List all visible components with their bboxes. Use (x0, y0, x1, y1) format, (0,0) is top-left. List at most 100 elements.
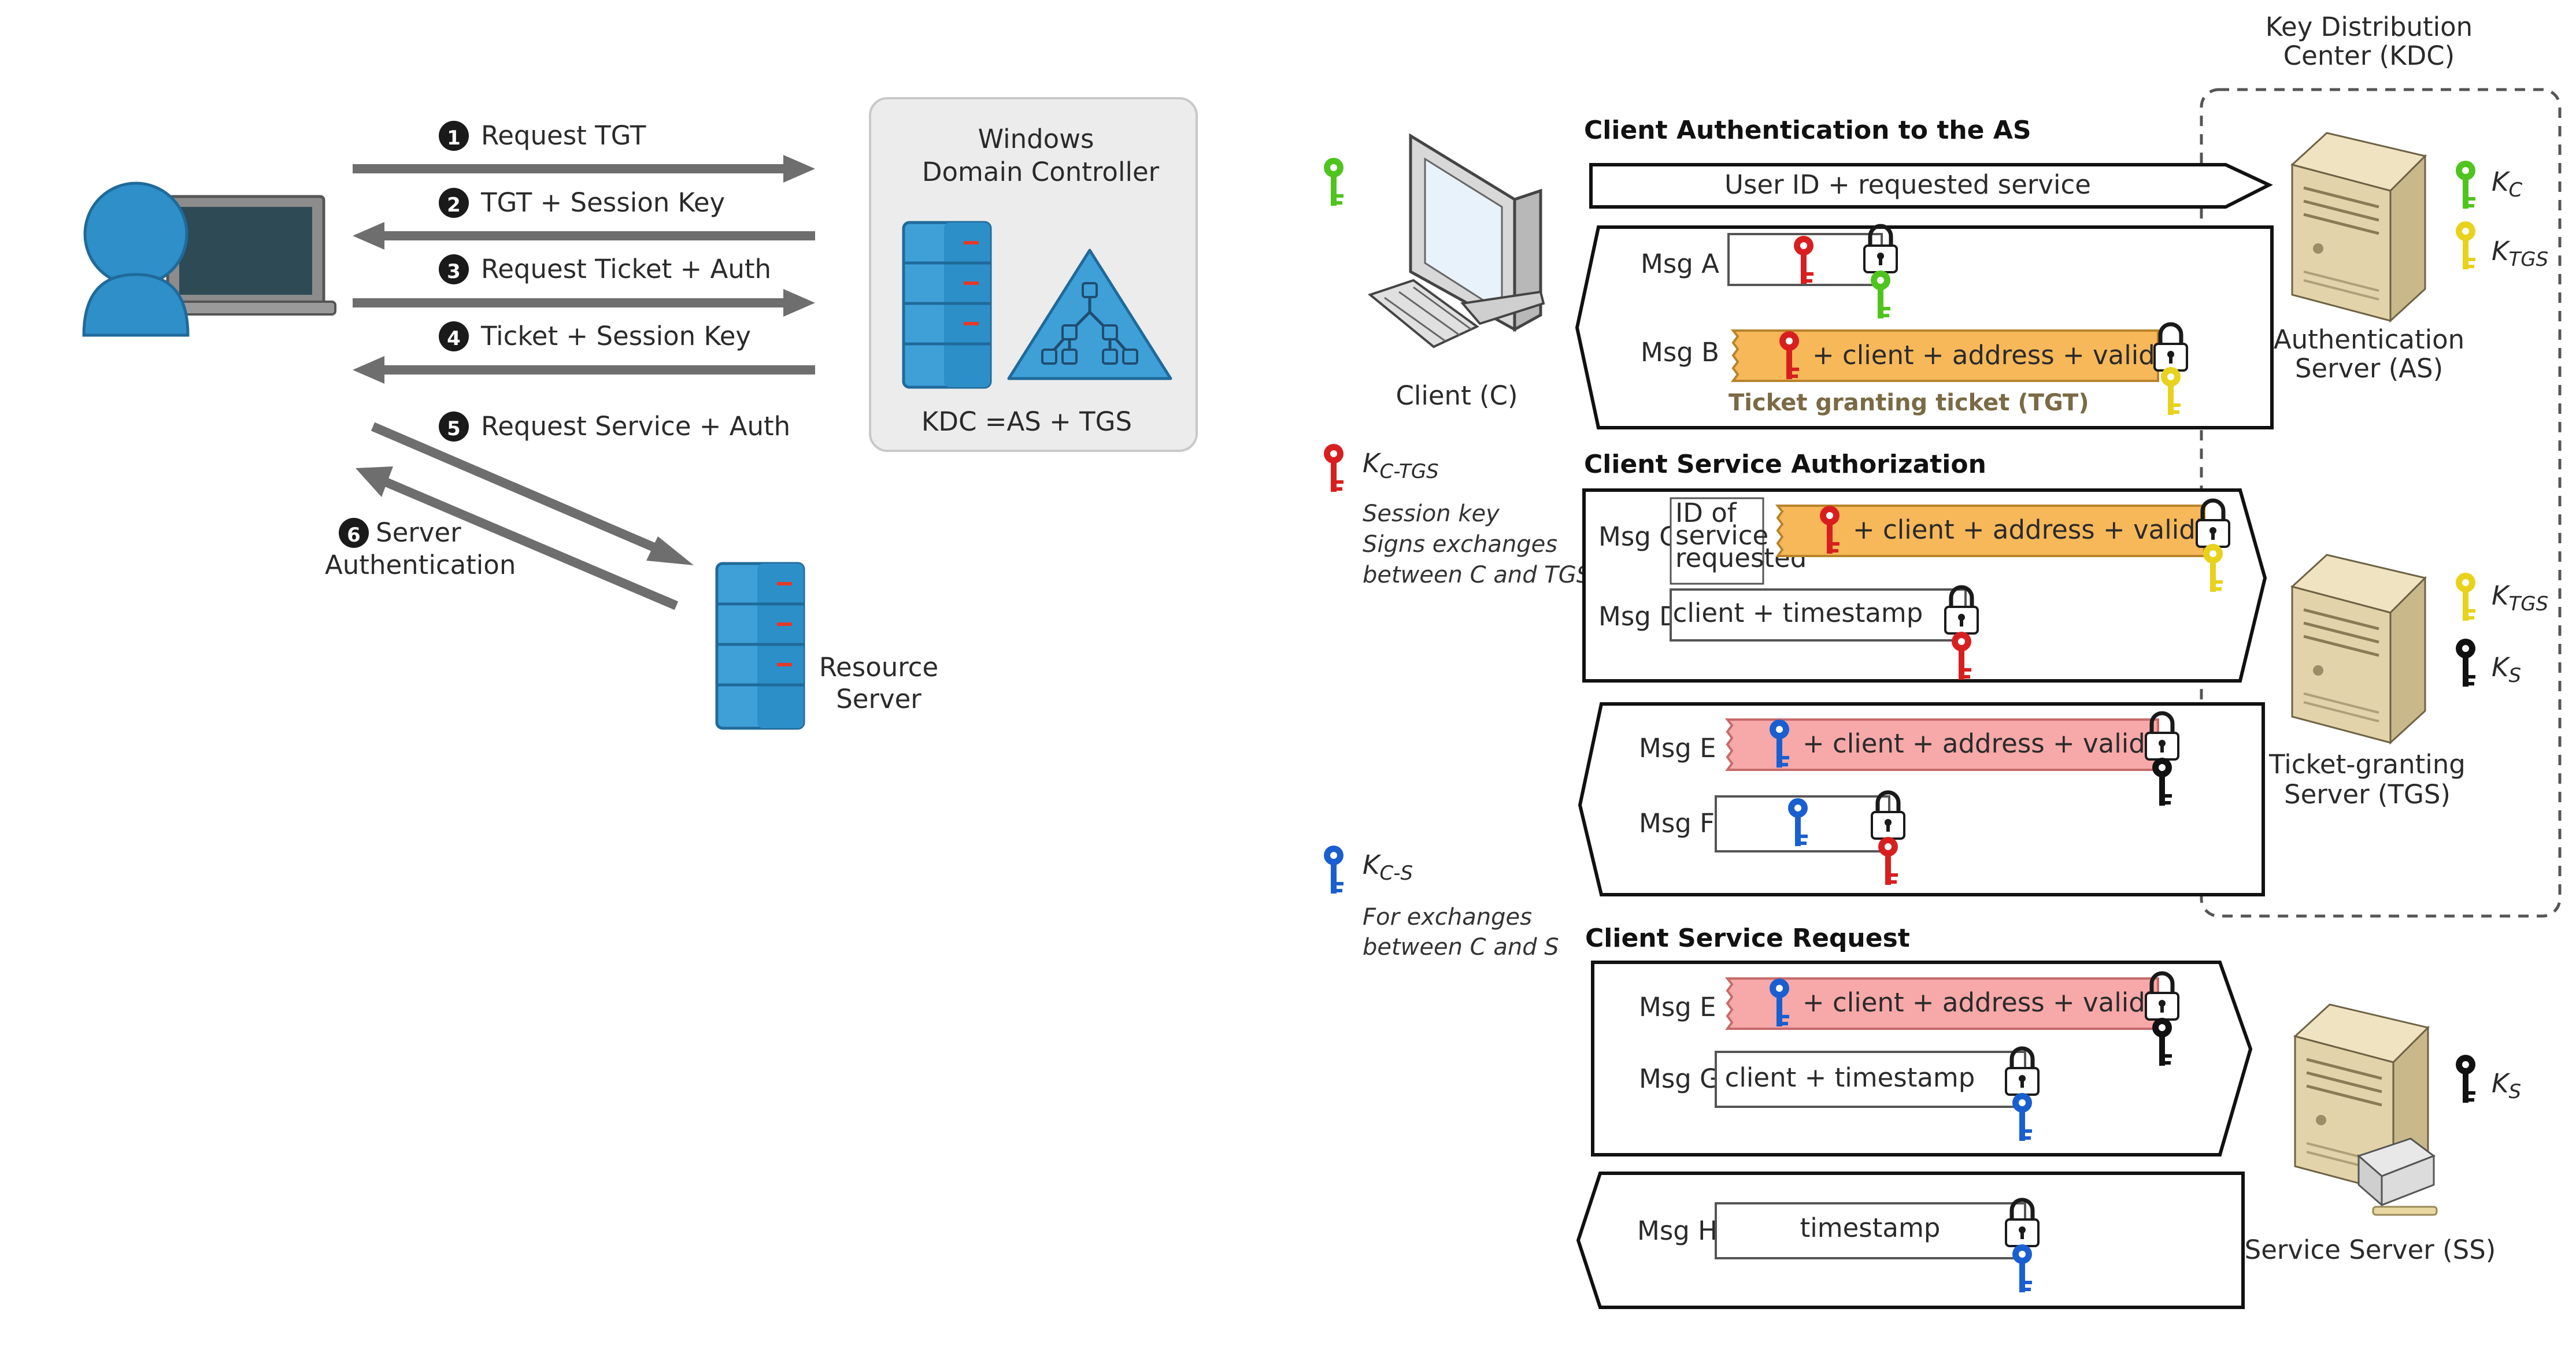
resource-server-icon (717, 564, 804, 728)
user-request-arrow: User ID + requested service (1589, 163, 2273, 209)
msg-g-label: Msg G (1639, 1063, 1720, 1094)
tgs-server-icon (2292, 555, 2425, 743)
tgs-label-line1: Ticket-granting (2268, 749, 2466, 780)
tgt-ticket (1730, 329, 2159, 382)
service-response-envelope: Msg H timestamp (1576, 1172, 2245, 1309)
kcs-key-icon (1324, 846, 1343, 894)
dc-title-line1: Windows (978, 124, 1094, 154)
tgs-request-envelope: Msg C ID of service requested + client +… (1582, 488, 2267, 683)
as-response-envelope: Msg A Msg B + client + address + validit… (1575, 226, 2274, 429)
user-laptop-icon (82, 181, 336, 337)
msg-b-label: Msg B (1641, 337, 1719, 368)
ks-key-icon (2456, 1055, 2475, 1103)
resource-server-label-line1: Resource (819, 652, 938, 683)
dc-caption: KDC =AS + TGS (921, 406, 1132, 437)
timestamp: timestamp (1800, 1213, 1941, 1243)
tgt-caption: Ticket granting ticket (TGT) (1729, 390, 2089, 416)
ktgs-label: KTGS (2492, 236, 2548, 271)
section-auth-title: Client Authentication to the AS (1584, 116, 2031, 145)
client-label: Client (C) (1396, 380, 1518, 411)
kdc-label-line2: Center (KDC) (2283, 40, 2455, 71)
ss-label: Service Server (SS) (2245, 1235, 2496, 1265)
resource-server: Resource Server (717, 564, 938, 728)
as-label-line2: Server (AS) (2295, 353, 2443, 384)
step-number: 2 (447, 194, 461, 217)
msg-d-label: Msg D (1598, 601, 1679, 632)
step-label: Authentication (325, 550, 516, 580)
step-label: Ticket + Session Key (480, 321, 751, 351)
step-label: Request TGT (481, 120, 646, 151)
step-label: Request Ticket + Auth (481, 254, 771, 284)
st-payload: + client + address + validity (1803, 987, 2178, 1018)
step-6: 6 Server Authentication (325, 517, 516, 580)
kctgs-label: KC-TGS (1363, 448, 1439, 483)
kdc-boundary (2200, 88, 2562, 918)
kctgs-desc-3: between C and TGS (1363, 562, 1591, 588)
ktgs-key-icon (2456, 573, 2475, 621)
resource-server-label-line2: Server (836, 684, 921, 714)
section-authz-title: Client Service Authorization (1584, 450, 1986, 479)
msg-h-box (1715, 1202, 2026, 1259)
right-diagram: Key Distribution Center (KDC) Client (C)… (1324, 12, 2562, 1309)
tgs-response-envelope: Msg E + client + address + validity Msg … (1578, 702, 2265, 896)
service-request-envelope: Msg E + client + address + validity Msg … (1591, 961, 2253, 1156)
ks-key-icon (2456, 639, 2475, 687)
as-label-line1: Authentication (2274, 324, 2464, 355)
ktgs-key-icon (2456, 221, 2475, 269)
kctgs-desc-2: Signs exchanges (1363, 531, 1557, 558)
step-1: 1 Request TGT (439, 120, 646, 151)
step-3: 3 Request Ticket + Auth (439, 254, 771, 284)
step-4: 4 Ticket + Session Key (439, 321, 751, 351)
domain-controller: Windows Domain Controller (869, 97, 1198, 452)
step-label: Request Service + Auth (481, 411, 790, 442)
step-number: 5 (447, 417, 461, 440)
service-id-box (1670, 497, 1764, 585)
step-number: 6 (347, 524, 361, 547)
kctgs-desc-1: Session key (1363, 501, 1500, 527)
section-request-title: Client Service Request (1585, 924, 1910, 953)
left-diagram: 1 Request TGT 2 TGT + Session Key 3 Requ… (82, 97, 1198, 728)
kctgs-key-icon (1324, 444, 1343, 492)
printer-icon (2357, 1137, 2438, 1216)
ktgs-label-tgs: KTGS (2492, 580, 2548, 616)
step-number: 1 (447, 127, 461, 150)
kc-label: KC (2492, 166, 2523, 202)
step-5: 5 Request Service + Auth (439, 411, 790, 442)
step-number: 4 (447, 327, 461, 350)
client-timestamp: client + timestamp (1725, 1062, 1975, 1093)
ks-label-ss: KS (2492, 1068, 2521, 1103)
service-id-line2: service (1675, 520, 1768, 551)
st-payload: + client + address + validity (1803, 728, 2178, 759)
ad-network-icon (1007, 249, 1172, 380)
tgt-payload: + client + address + validity (1853, 514, 2229, 545)
kcs-desc-2: between C and S (1363, 934, 1559, 961)
client-computer-icon (1367, 133, 1545, 349)
msg-e2-label: Msg E (1639, 992, 1716, 1022)
ks-label-tgs: KS (2492, 652, 2521, 687)
msg-a-label: Msg A (1641, 249, 1719, 279)
authenticator-box (1715, 1051, 2026, 1108)
kdc-label-line1: Key Distribution (2266, 12, 2473, 42)
kcs-desc-1: For exchanges (1363, 904, 1532, 931)
kc-key-icon (2456, 161, 2475, 209)
step-number: 3 (447, 260, 461, 283)
flow-arrows (353, 155, 815, 610)
msg-f-label: Msg F (1639, 808, 1715, 839)
msg-c-label: Msg C (1598, 521, 1678, 552)
msg-e-label: Msg E (1639, 733, 1716, 763)
client-key-kc-icon (1324, 158, 1343, 206)
client-timestamp: client + timestamp (1673, 598, 1923, 628)
step-2: 2 TGT + Session Key (439, 187, 725, 218)
dc-server-icon (904, 223, 990, 387)
dc-title-line2: Domain Controller (922, 157, 1160, 187)
tgt-payload: + client + address + validity (1812, 340, 2188, 370)
authenticator-box (1670, 588, 1967, 642)
step-label: TGT + Session Key (480, 187, 725, 218)
tgs-label-line2: Server (TGS) (2284, 779, 2451, 810)
kcs-label: KC-S (1363, 850, 1413, 885)
service-id-line1: ID of (1675, 498, 1737, 528)
user-request-label: User ID + requested service (1724, 169, 2091, 200)
authentication-server-icon (2292, 133, 2425, 321)
msg-h-label: Msg H (1637, 1215, 1718, 1246)
